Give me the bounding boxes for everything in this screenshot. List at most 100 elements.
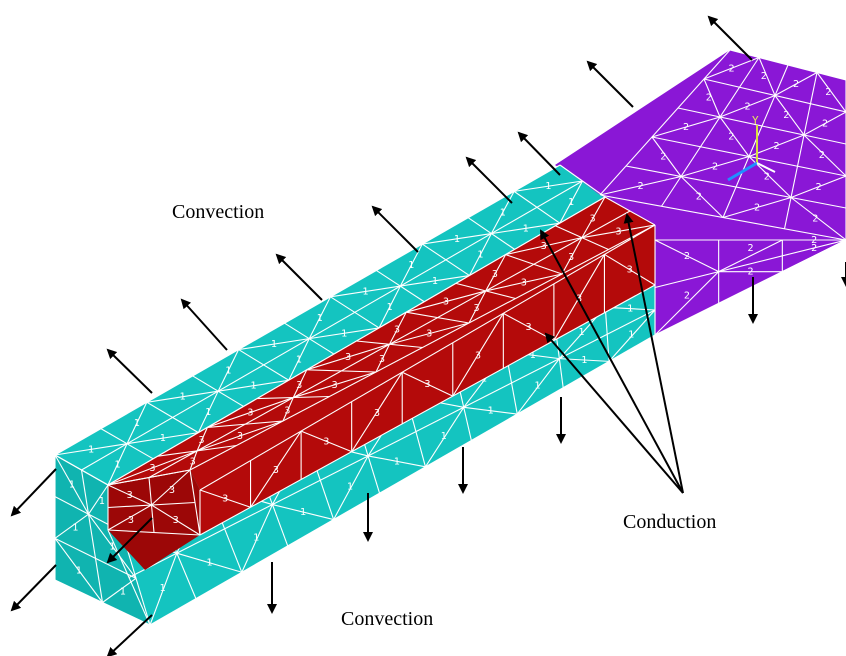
mesh-edge bbox=[309, 327, 380, 340]
element-label: 2 bbox=[764, 172, 770, 183]
convection-label-bottom: Convection bbox=[341, 608, 433, 630]
element-label: 3 bbox=[615, 226, 621, 237]
mesh-edge bbox=[581, 224, 656, 239]
element-label: 2 bbox=[696, 192, 702, 203]
element-label: 2 bbox=[684, 290, 690, 301]
element-label: 1 bbox=[76, 565, 82, 576]
mesh-edge bbox=[719, 94, 776, 118]
element-label: 2 bbox=[748, 243, 754, 254]
element-label: 2 bbox=[728, 131, 734, 142]
mesh-edge bbox=[485, 273, 563, 292]
mesh-edge bbox=[783, 72, 818, 229]
mesh-edge bbox=[238, 338, 310, 351]
element-label: 2 bbox=[825, 87, 831, 98]
element-label: 1 bbox=[578, 327, 584, 338]
element-label: 1 bbox=[114, 459, 120, 470]
element-label: 3 bbox=[576, 293, 582, 304]
mesh-edge bbox=[599, 49, 731, 196]
element-label: 3 bbox=[394, 324, 400, 335]
element-label: 3 bbox=[247, 407, 253, 418]
mesh-edge bbox=[803, 111, 846, 136]
element-label: 1 bbox=[120, 587, 126, 598]
element-label: 1 bbox=[88, 444, 94, 455]
mesh-edge bbox=[197, 390, 219, 433]
convection-arrow bbox=[275, 253, 323, 301]
element-label: 2 bbox=[819, 150, 825, 161]
mesh-edge bbox=[485, 254, 507, 292]
element-label: 1 bbox=[530, 350, 536, 361]
element-label: 1 bbox=[408, 260, 414, 271]
element-label: 3 bbox=[284, 405, 290, 416]
element-label: 1 bbox=[134, 418, 140, 429]
y-axis-label: Y bbox=[752, 114, 759, 127]
mesh-edge bbox=[333, 455, 369, 520]
element-label: 3 bbox=[590, 213, 596, 224]
mesh-edge bbox=[196, 420, 284, 452]
convection-arrow bbox=[707, 15, 753, 61]
element-label: 3 bbox=[273, 465, 279, 476]
mesh-edge bbox=[406, 290, 486, 313]
mesh-edge bbox=[378, 285, 401, 329]
mesh-edge bbox=[661, 57, 760, 207]
conduction-arrow bbox=[544, 332, 684, 494]
conduction-arrows bbox=[540, 213, 684, 494]
mesh-edge bbox=[54, 454, 89, 515]
outer-bar-element-labels: 1111111111111111111111111111111111111111… bbox=[69, 181, 634, 597]
mesh-edge bbox=[151, 469, 191, 506]
element-label: 2 bbox=[812, 213, 818, 224]
convection-arrow bbox=[10, 564, 57, 612]
element-label: 1 bbox=[568, 197, 574, 208]
mesh-edge bbox=[718, 239, 783, 273]
mesh-edge bbox=[80, 469, 104, 603]
mesh-edge bbox=[149, 334, 656, 626]
element-label: 1 bbox=[179, 392, 185, 403]
element-label: 1 bbox=[523, 223, 529, 234]
element-label: 3 bbox=[332, 380, 338, 391]
element-label: 2 bbox=[774, 141, 780, 152]
element-label: 2 bbox=[811, 235, 817, 246]
mesh-edge bbox=[375, 344, 390, 373]
mesh-edge bbox=[293, 371, 377, 399]
element-label: 1 bbox=[99, 496, 105, 507]
mesh-edge bbox=[491, 222, 560, 235]
convection-arrow bbox=[106, 348, 153, 394]
convection-arrow bbox=[465, 156, 513, 204]
mesh-edge bbox=[107, 443, 128, 486]
element-label: 1 bbox=[387, 302, 393, 313]
mesh-edge bbox=[300, 430, 352, 453]
element-label: 1 bbox=[534, 380, 540, 391]
mesh-edge bbox=[149, 552, 178, 626]
element-label: 1 bbox=[300, 507, 306, 518]
element-label: 3 bbox=[426, 329, 432, 340]
mesh-edge bbox=[54, 537, 137, 579]
mesh-edge bbox=[288, 338, 310, 381]
element-label: 1 bbox=[271, 339, 277, 350]
mesh-edge bbox=[599, 175, 682, 196]
mesh-edge bbox=[680, 155, 750, 178]
mesh-edge bbox=[176, 552, 242, 573]
element-label: 3 bbox=[521, 277, 527, 288]
element-label: 3 bbox=[222, 494, 228, 505]
element-label: 1 bbox=[296, 355, 302, 366]
element-label: 2 bbox=[729, 63, 735, 74]
mesh-edge bbox=[703, 78, 721, 118]
element-label: 1 bbox=[347, 482, 353, 493]
element-label: 2 bbox=[745, 101, 751, 112]
mesh-edge bbox=[514, 180, 583, 192]
mesh-edge bbox=[54, 538, 103, 603]
element-label: 3 bbox=[127, 490, 133, 501]
element-label: 1 bbox=[432, 276, 438, 287]
convection-arrow bbox=[10, 468, 57, 517]
mesh-edge bbox=[54, 443, 128, 456]
element-label: 2 bbox=[761, 71, 767, 82]
element-label: 2 bbox=[638, 181, 644, 192]
element-label: 3 bbox=[627, 265, 633, 276]
mesh-edge bbox=[516, 358, 560, 415]
conduction-label: Conduction bbox=[623, 511, 716, 533]
element-label: 1 bbox=[488, 406, 494, 417]
element-label: 3 bbox=[198, 435, 204, 446]
element-label: 2 bbox=[748, 267, 754, 278]
mesh-edge bbox=[722, 196, 792, 219]
